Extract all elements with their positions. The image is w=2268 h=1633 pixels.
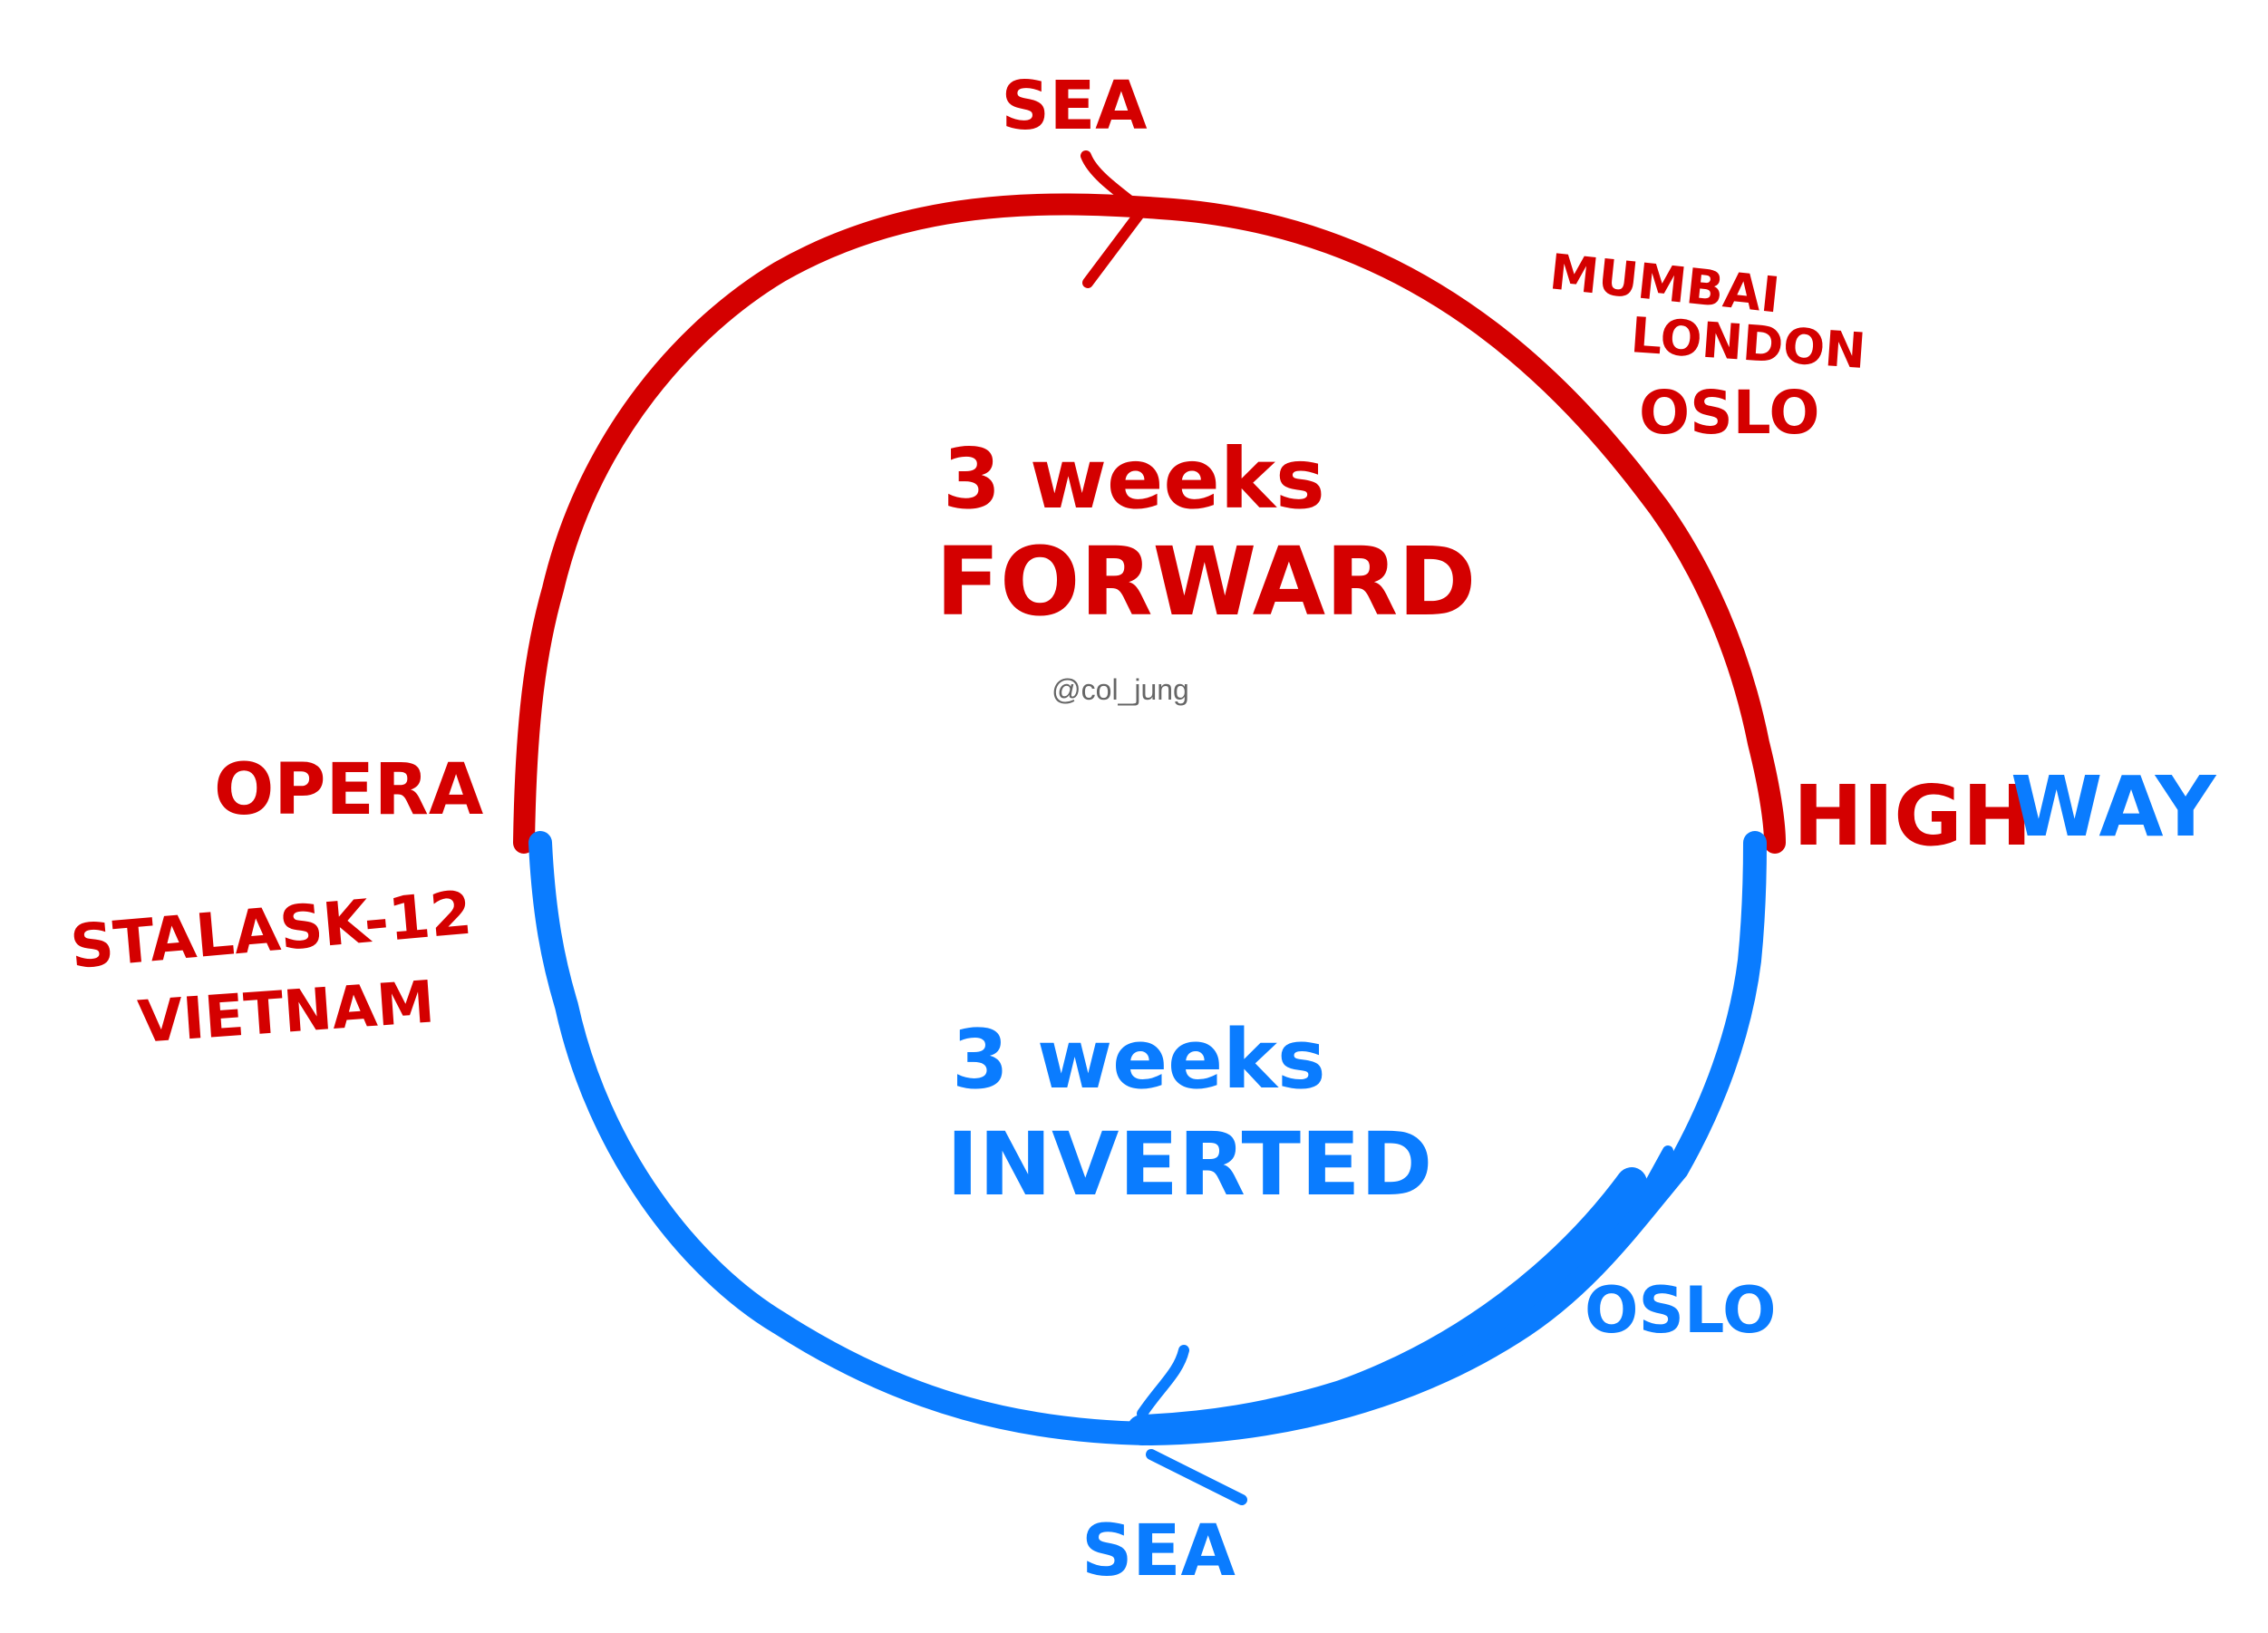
forward-right-place-prefix: HIGH: [1793, 768, 2032, 865]
forward-lower-left-place-2: VIETNAM: [136, 969, 437, 1057]
forward-upper-right-place-2: LONDON: [1629, 306, 1867, 380]
inverted-tick-mark: [1643, 1145, 1673, 1193]
inverted-lower-right-place: OSLO: [1585, 1273, 1777, 1348]
forward-left-place: OPERA: [214, 749, 483, 831]
forward-upper-right-place-3: OSLO: [1639, 378, 1819, 448]
inverted-bottom-place: SEA: [1081, 1511, 1236, 1592]
watermark: @col_jung: [1052, 673, 1189, 706]
inverted-direction: INVERTED: [946, 1114, 1432, 1215]
forward-arrow-icon: [1081, 150, 1148, 288]
inverted-arrow-icon: [1137, 1345, 1247, 1505]
forward-lower-left-place-1: STALASK-12: [68, 878, 475, 982]
inverted-arc-thick: [1127, 1167, 1647, 1445]
inverted-duration: 3 weeks: [952, 1012, 1326, 1107]
inverted-right-place-suffix: WAY: [2011, 759, 2217, 855]
forward-top-place: SEA: [1001, 67, 1147, 145]
forward-duration: 3 weeks: [943, 430, 1325, 527]
forward-direction: FORWARD: [935, 527, 1476, 637]
forward-arc: [513, 193, 1786, 854]
